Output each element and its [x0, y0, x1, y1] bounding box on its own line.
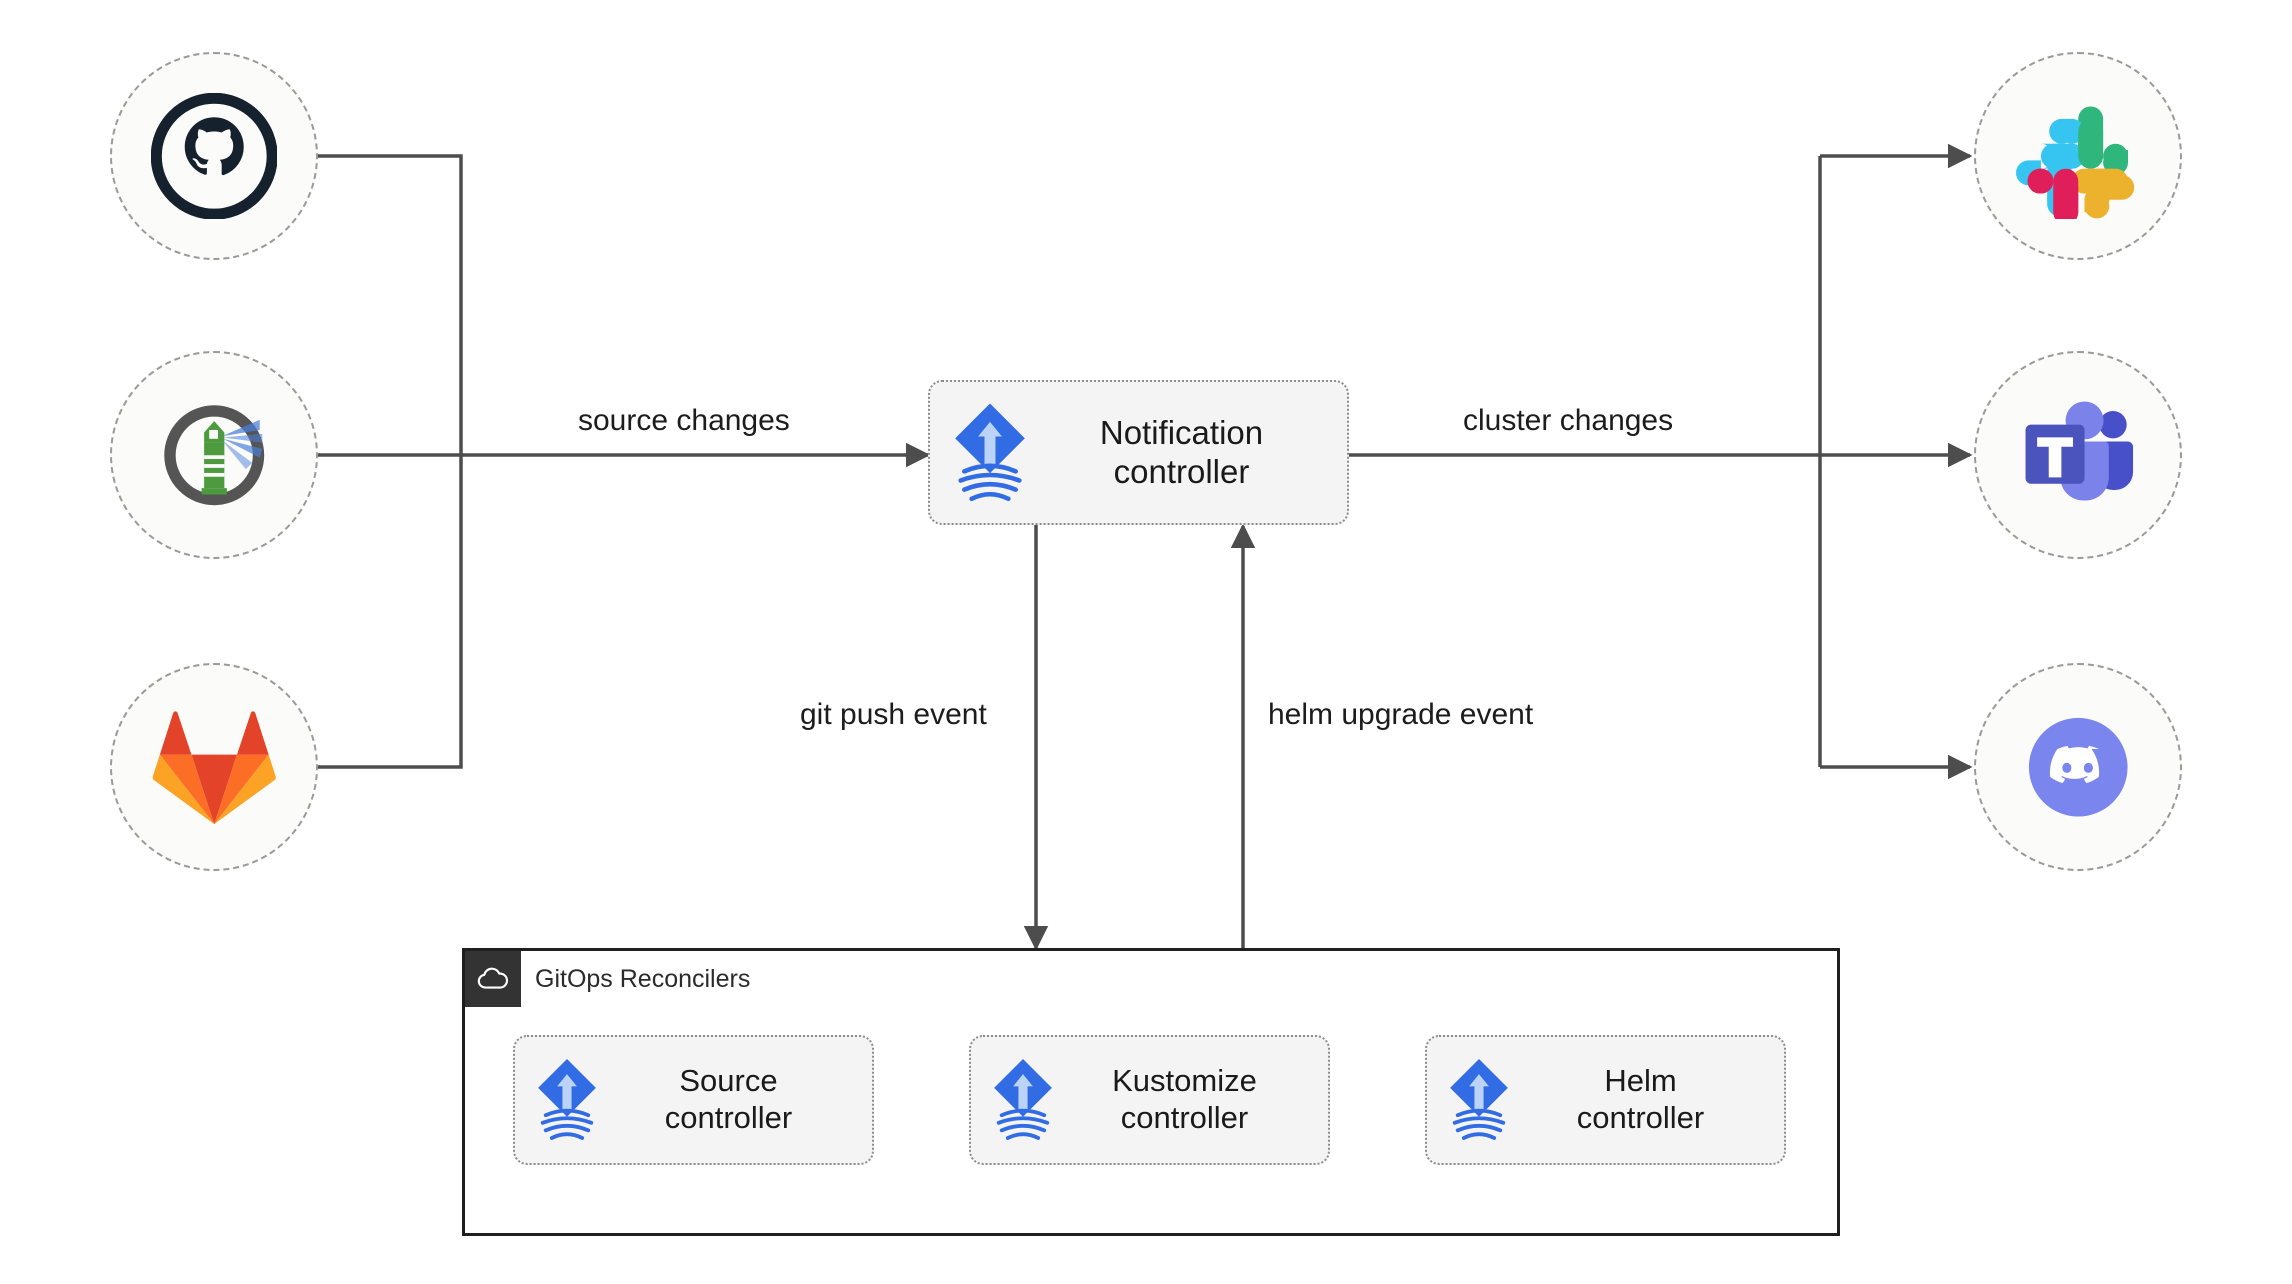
- source-node-github[interactable]: [110, 52, 318, 260]
- edge-label-helm-upgrade-event: helm upgrade event: [1268, 698, 1534, 731]
- discord-icon: [2015, 704, 2141, 830]
- kustomize-controller-card[interactable]: Kustomize controller: [969, 1035, 1330, 1165]
- source-node-gitlab[interactable]: [110, 663, 318, 871]
- wire-gitlab-to-bus: [318, 455, 463, 769]
- flux-logo-icon: [985, 1054, 1061, 1146]
- notification-controller-card[interactable]: Notification controller: [928, 380, 1349, 525]
- source-node-flux[interactable]: [110, 351, 318, 559]
- flux-logo-icon: [944, 398, 1036, 508]
- target-node-discord[interactable]: [1974, 663, 2182, 871]
- source-controller-card[interactable]: Source controller: [513, 1035, 874, 1165]
- source-controller-label: Source controller: [664, 1063, 793, 1135]
- notification-controller-label: Notification controller: [1099, 413, 1264, 490]
- slack-icon: [2015, 93, 2141, 220]
- cloud-icon: [465, 951, 521, 1007]
- gitlab-icon: [151, 704, 277, 830]
- gitops-reconcilers-title: GitOps Reconcilers: [535, 965, 751, 993]
- target-node-slack[interactable]: [1974, 52, 2182, 260]
- microsoft-teams-icon: [2015, 392, 2141, 518]
- target-node-teams[interactable]: [1974, 351, 2182, 559]
- kustomize-controller-label: Kustomize controller: [1112, 1063, 1257, 1135]
- edge-label-cluster-changes: cluster changes: [1463, 404, 1674, 437]
- flux-logo-icon: [529, 1054, 605, 1146]
- edge-label-source-changes: source changes: [578, 404, 790, 437]
- flux-lighthouse-icon: [151, 392, 277, 518]
- helm-controller-label: Helm controller: [1576, 1063, 1705, 1135]
- wire-github-to-bus: [318, 154, 463, 455]
- edge-label-git-push-event: git push event: [800, 698, 987, 731]
- github-icon: [150, 92, 278, 220]
- helm-controller-card[interactable]: Helm controller: [1425, 1035, 1786, 1165]
- flux-logo-icon: [1441, 1054, 1517, 1146]
